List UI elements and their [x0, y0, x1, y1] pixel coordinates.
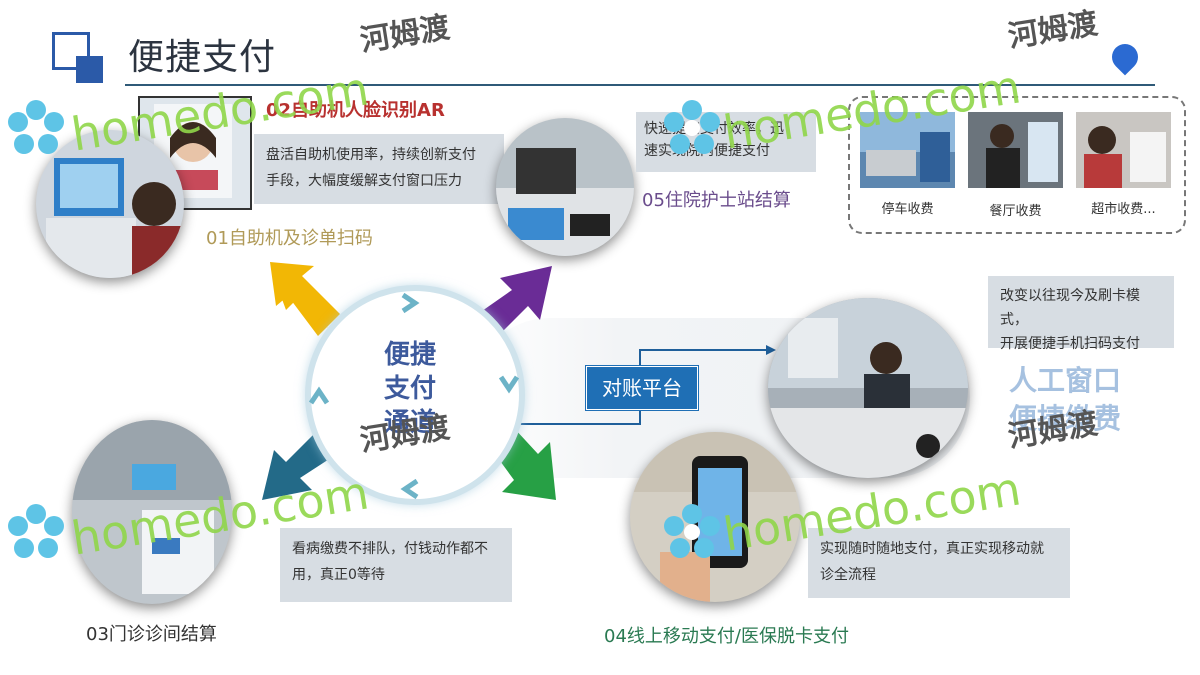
restaurant-icon	[986, 122, 1058, 188]
connector-platform-up	[639, 349, 770, 366]
scenarios-box	[848, 96, 1186, 234]
scenario-label-parking: 停车收费	[881, 202, 934, 217]
parking-icon	[860, 112, 955, 182]
manual-window-title: 人工窗口 便捷缴费	[1000, 362, 1130, 438]
scenario-label-supermarket: 超市收费...	[1091, 202, 1156, 217]
mobile-caption: 04线上移动支付/医保脱卡支付	[604, 626, 849, 647]
mobile-description: 实现随时随地支付，真正实现移动就 诊全流程	[808, 528, 1070, 598]
service-counter-icon	[768, 298, 968, 478]
title-divider	[125, 84, 1155, 86]
chevron-right-icon	[498, 375, 520, 394]
center-label-line3: 通道	[383, 408, 436, 438]
face-ar-description: 盘活自助机使用率，持续创新支付 手段，大幅度缓解支付窗口压力	[254, 134, 504, 204]
watermark-flower-icon-2	[660, 96, 724, 164]
inpatient-photo	[496, 118, 634, 256]
supermarket-icon	[1084, 126, 1166, 188]
face-ar-description-line2: 手段，大幅度缓解支付窗口压力	[266, 173, 462, 189]
chevron-bottom-icon	[400, 478, 419, 500]
manual-window-description-line2: 开展便捷手机扫码支付	[1000, 336, 1140, 352]
center-label: 便捷 支付 通道	[360, 338, 460, 440]
clinic-description: 看病缴费不排队，付钱动作都不 用，真正0等待	[280, 528, 512, 602]
mobile-description-line2: 诊全流程	[820, 567, 876, 583]
mobile-description-line1: 实现随时随地支付，真正实现移动就	[820, 541, 1044, 557]
face-ar-caption: 02自助机人脸识别AR	[266, 100, 445, 121]
connector-platform-up-arrowhead	[766, 345, 776, 355]
nurse-station-icon	[496, 148, 634, 256]
inpatient-caption: 05住院护士站结算	[642, 190, 791, 211]
center-label-line2: 支付	[383, 374, 436, 404]
center-circle	[305, 285, 525, 505]
flower-icon	[8, 100, 64, 154]
face-ar-description-line1: 盘活自助机使用率，持续创新支付	[266, 147, 476, 163]
arrow-yellow-body	[270, 262, 340, 336]
clinic-description-line1: 看病缴费不排队，付钱动作都不	[292, 541, 488, 557]
watermark-flower-icon-4	[660, 500, 724, 568]
title-logo-square-outline	[52, 32, 90, 70]
watermark-flower-icon-3	[4, 500, 68, 568]
manual-window-title-line2: 便捷缴费	[1008, 402, 1121, 435]
kiosk-scan-caption: 01自助机及诊单扫码	[206, 228, 373, 249]
page-title: 便捷支付	[128, 37, 277, 78]
center-label-line1: 便捷	[383, 340, 436, 370]
flower-icon	[664, 504, 720, 558]
manual-window-title-line1: 人工窗口	[1008, 364, 1121, 397]
restaurant-thumbnail	[968, 112, 1063, 188]
flower-icon	[8, 504, 64, 558]
clinic-caption: 03门诊诊间结算	[86, 624, 217, 645]
manual-window-description-line1: 改变以往现今及刷卡模式，	[1000, 288, 1140, 328]
title-logo-square-fill	[76, 56, 103, 83]
reconciliation-platform-box: 对账平台	[586, 366, 698, 410]
manual-window-photo	[768, 298, 968, 478]
parking-thumbnail	[860, 112, 955, 188]
center-circle-chevrons	[308, 292, 520, 500]
kiosk-scan-photo	[36, 130, 184, 278]
clinic-description-line2: 用，真正0等待	[292, 567, 385, 583]
manual-window-description: 改变以往现今及刷卡模式， 开展便捷手机扫码支付	[988, 276, 1174, 352]
flower-icon	[664, 100, 720, 154]
connector-platform-down	[512, 408, 641, 425]
scenario-label-restaurant: 餐厅收费	[989, 204, 1042, 219]
watermark-flower-icon	[4, 96, 68, 164]
chevron-top-icon	[401, 292, 420, 314]
chevron-left-icon	[308, 386, 330, 405]
supermarket-thumbnail	[1076, 112, 1171, 188]
